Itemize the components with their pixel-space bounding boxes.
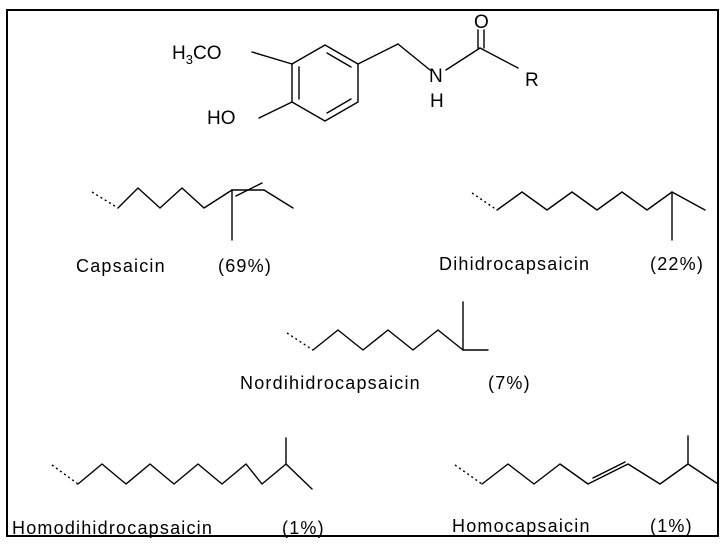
core-structure: H3CO HO N H O R xyxy=(172,12,539,129)
ch2-n-bond xyxy=(397,43,431,71)
compound-name-homodihidrocapsaicin: Homodihidrocapsaicin xyxy=(12,518,213,538)
ring-double-bond xyxy=(326,52,352,68)
compound-name-homocapsaicin: Homocapsaicin xyxy=(452,516,591,536)
amide-hydrogen-label: H xyxy=(430,91,444,112)
attachment-dash xyxy=(454,464,483,485)
compound-percent-capsaicin: (69%) xyxy=(218,256,272,276)
compound-percent-dihidrocapsaicin: (22%) xyxy=(650,254,704,274)
methoxy-bond xyxy=(251,51,293,65)
r-group-label: R xyxy=(525,70,539,91)
trans-double-bond xyxy=(592,461,626,479)
carbonyl-r-bond xyxy=(479,47,519,69)
hydroxy-bond xyxy=(258,101,293,119)
ring-double-bond xyxy=(326,98,352,114)
compound-name-dihidrocapsaicin: Dihidrocapsaicin xyxy=(439,254,590,274)
attachment-dash xyxy=(471,192,498,211)
oxygen-label: O xyxy=(474,12,489,33)
n-carbonyl-bond xyxy=(445,47,481,71)
compound-percent-homodihidrocapsaicin: (1%) xyxy=(282,518,325,538)
attachment-dash xyxy=(51,464,79,485)
nitrogen-label: N xyxy=(429,66,443,87)
nordihidrocapsaicin-structure xyxy=(286,301,489,351)
methylene-bond xyxy=(357,43,399,65)
hydroxy-label: HO xyxy=(207,108,236,129)
alkyl-chain xyxy=(117,187,233,209)
compound-percent-homocapsaicin: (1%) xyxy=(650,516,693,536)
homodihidrocapsaicin-structure xyxy=(51,437,313,490)
diagram-frame xyxy=(6,9,719,537)
homocapsaicin-structure xyxy=(454,435,719,485)
benzene-ring xyxy=(291,44,359,122)
compound-name-capsaicin: Capsaicin xyxy=(76,256,166,276)
alkyl-chain xyxy=(481,463,719,485)
terminal-methyl xyxy=(263,189,294,209)
attachment-dash xyxy=(286,332,314,351)
dihidrocapsaicin-structure xyxy=(471,191,706,241)
methoxy-label: H3CO xyxy=(172,43,221,67)
alkyl-chain xyxy=(77,463,313,490)
attachment-dash xyxy=(91,191,119,209)
capsaicin-structure xyxy=(91,182,294,241)
alkyl-chain xyxy=(312,329,489,351)
alkyl-chain xyxy=(496,191,706,211)
compound-name-nordihidrocapsaicin: Nordihidrocapsaicin xyxy=(240,373,421,393)
compound-percent-nordihidrocapsaicin: (7%) xyxy=(488,373,531,393)
trans-double-bond xyxy=(235,182,263,197)
